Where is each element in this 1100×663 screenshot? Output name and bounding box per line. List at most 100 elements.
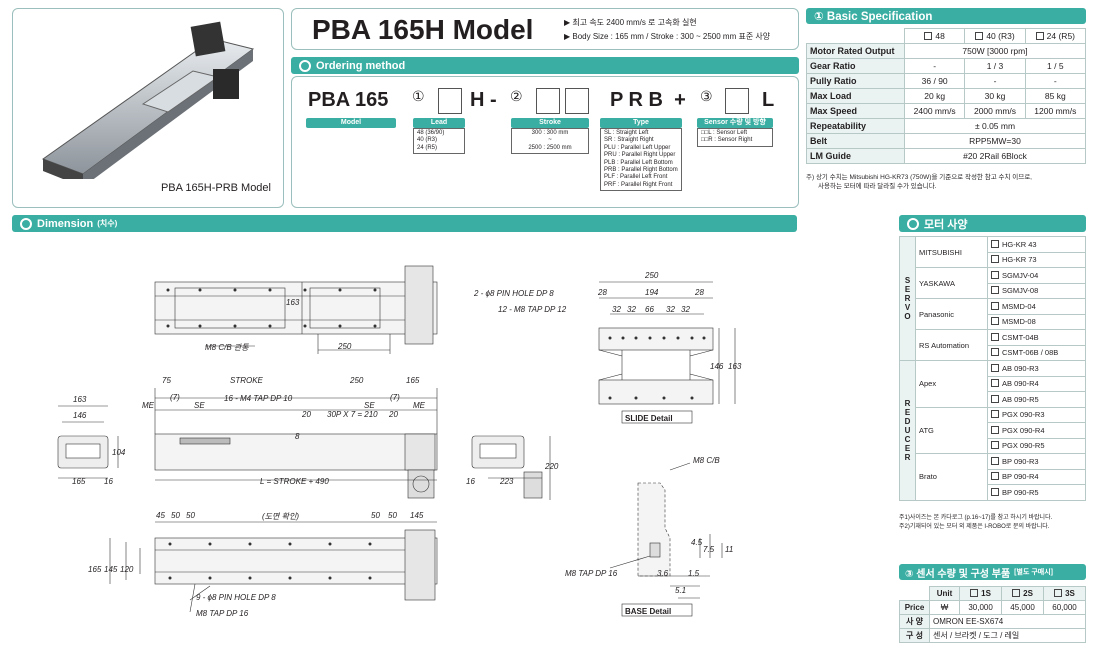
spec-value: - xyxy=(1024,73,1087,89)
label-t45: 45 xyxy=(156,511,165,520)
label-fstroke: STROKE xyxy=(230,376,263,385)
motor-brand: Panasonic xyxy=(915,298,988,330)
spec-label: Motor Rated Output xyxy=(806,43,905,59)
motor-brand: ATG xyxy=(915,406,988,454)
base-detail-label: BASE Detail xyxy=(625,607,672,616)
label-t165: 165 xyxy=(88,565,102,574)
motor-option[interactable]: CSMT-04B xyxy=(987,329,1086,346)
motor-brand: MITSUBISHI xyxy=(915,236,988,268)
price-value: 60,000 xyxy=(1043,600,1086,615)
dimension-header: Dimension(치수) xyxy=(12,215,797,232)
spec-value: #20 2Rail 6Block xyxy=(904,148,1086,164)
order-l: L xyxy=(762,89,775,111)
motor-brand: Brato xyxy=(915,453,988,501)
label-sh163: 163 xyxy=(728,362,742,371)
sensor-comp-label: 구 성 xyxy=(899,628,930,643)
model-title: PBA 165H Model xyxy=(312,14,534,45)
stroke-box-2 xyxy=(565,88,589,114)
title-panel: PBA 165H Model ▶ 최고 속도 2400 mm/s 로 고속화 실… xyxy=(291,8,799,50)
label-t145: 145 xyxy=(410,511,424,520)
label-d163: 163 xyxy=(286,298,300,307)
spec-value: 30 kg xyxy=(964,88,1026,104)
spec-label: Belt xyxy=(806,133,905,149)
label-f20a: 20 xyxy=(302,410,311,419)
motor-option[interactable]: SGMJV-08 xyxy=(987,282,1086,299)
motor-option[interactable]: BP 090-R5 xyxy=(987,484,1086,501)
type-tag: Type xyxy=(600,118,682,128)
label-ttap: M8 TAP DP 16 xyxy=(196,609,249,618)
slide-detail-label: SLIDE Detail xyxy=(625,414,673,423)
sensor-item: □□R : Sensor Right xyxy=(701,137,753,144)
label-t50d: 50 xyxy=(388,511,397,520)
stroke-item: ~ xyxy=(548,137,552,144)
motor-option[interactable]: HG-KR 73 xyxy=(987,251,1086,268)
label-b15: 1.5 xyxy=(688,569,700,578)
product-caption: PBA 165H-PRB Model xyxy=(160,182,271,194)
spec-value: 2400 mm/s xyxy=(903,103,966,119)
label-r223: 223 xyxy=(500,477,514,486)
motor-option[interactable]: BP 090-R3 xyxy=(987,453,1086,470)
label-b11: 11 xyxy=(725,545,734,554)
label-t120: 120 xyxy=(120,565,134,574)
stroke-list: 300 : 300 mm ~ 2500 : 2500 mm xyxy=(511,128,589,155)
motor-option[interactable]: AB 090-R5 xyxy=(987,391,1086,408)
spec-col-40: 40 (R3) xyxy=(964,28,1026,44)
spec-value: 85 kg xyxy=(1024,88,1087,104)
label-f75: 75 xyxy=(162,376,171,385)
motor-option[interactable]: HG-KR 43 xyxy=(987,236,1086,253)
motor-option[interactable]: MSMD-08 xyxy=(987,313,1086,330)
label-r220: 220 xyxy=(545,462,559,471)
label-f30p: 30P X 7 = 210 xyxy=(327,410,378,419)
spec-value: 1 / 5 xyxy=(1024,58,1087,74)
motor-brand: YASKAWA xyxy=(915,267,988,299)
label-sw250: 250 xyxy=(645,271,659,280)
sensor-col: 1S xyxy=(959,586,1003,601)
label-sw194: 194 xyxy=(645,288,659,297)
stroke-item: 2500 : 2500 mm xyxy=(528,144,572,151)
label-b36: 3.6 xyxy=(657,569,669,578)
lead-item: 40 (R3) xyxy=(417,137,438,144)
sensor-comp-value: 센서 / 브라켓 / 도그 / 레일 xyxy=(929,628,1086,643)
label-t50b: 50 xyxy=(186,511,195,520)
label-f165: 165 xyxy=(406,376,420,385)
label-e146: 146 xyxy=(73,411,87,420)
type-item: PLU : Parallel Left Upper xyxy=(604,144,671,151)
label-btap: M8 TAP DP 16 xyxy=(565,569,618,578)
stroke-item: 300 : 300 mm xyxy=(531,130,569,136)
spec-value: ± 0.05 mm xyxy=(904,118,1086,134)
spec-header: ① Basic Specification xyxy=(806,8,1086,24)
motor-option[interactable]: CSMT-06B / 08B xyxy=(987,344,1086,361)
motor-option[interactable]: PGX 090-R5 xyxy=(987,437,1086,454)
label-f7a: (7) xyxy=(170,393,180,402)
motor-option[interactable]: SGMJV-04 xyxy=(987,267,1086,284)
type-list: SL : Straight Left SR : Straight Right P… xyxy=(600,128,682,192)
motor-note-2: 주2)기재되어 있는 모터 외 제품은 I-ROBO로 문의 바랍니다. xyxy=(899,524,1050,530)
label-sw28b: 28 xyxy=(695,288,704,297)
label-sw32d: 32 xyxy=(666,305,675,314)
label-f8: 8 xyxy=(295,432,300,441)
motor-option[interactable]: AB 090-R3 xyxy=(987,360,1086,377)
currency: ₩ xyxy=(928,600,961,615)
label-pin: 2 - ϕ8 PIN HOLE DP 8 xyxy=(474,289,554,298)
spec-label: Gear Ratio xyxy=(806,58,905,74)
label-t50c: 50 xyxy=(371,511,380,520)
motor-option[interactable]: PGX 090-R4 xyxy=(987,422,1086,439)
circle-1: ① xyxy=(412,88,425,104)
title-note-1: ▶ 최고 속도 2400 mm/s 로 고속화 실현 xyxy=(564,18,697,27)
motor-option[interactable]: AB 090-R4 xyxy=(987,375,1086,392)
ordering-header: Ordering method xyxy=(291,57,799,74)
motor-option[interactable]: MSMD-04 xyxy=(987,298,1086,315)
label-m8cb: M8 C/B 관통 xyxy=(205,343,249,352)
spec-value: - xyxy=(964,73,1026,89)
motor-option[interactable]: BP 090-R4 xyxy=(987,468,1086,485)
sensor-box xyxy=(725,88,749,114)
sensor-tag: Sensor 수량 및 방향 xyxy=(697,118,773,128)
lead-item: 48 (36/90) xyxy=(417,130,445,136)
motor-option[interactable]: PGX 090-R3 xyxy=(987,406,1086,423)
label-sw32a: 32 xyxy=(612,305,621,314)
label-fme1: ME xyxy=(142,401,154,410)
label-fl: L = STROKE + 490 xyxy=(260,477,329,486)
product-image-panel: PBA 165H-PRB Model xyxy=(12,8,284,208)
